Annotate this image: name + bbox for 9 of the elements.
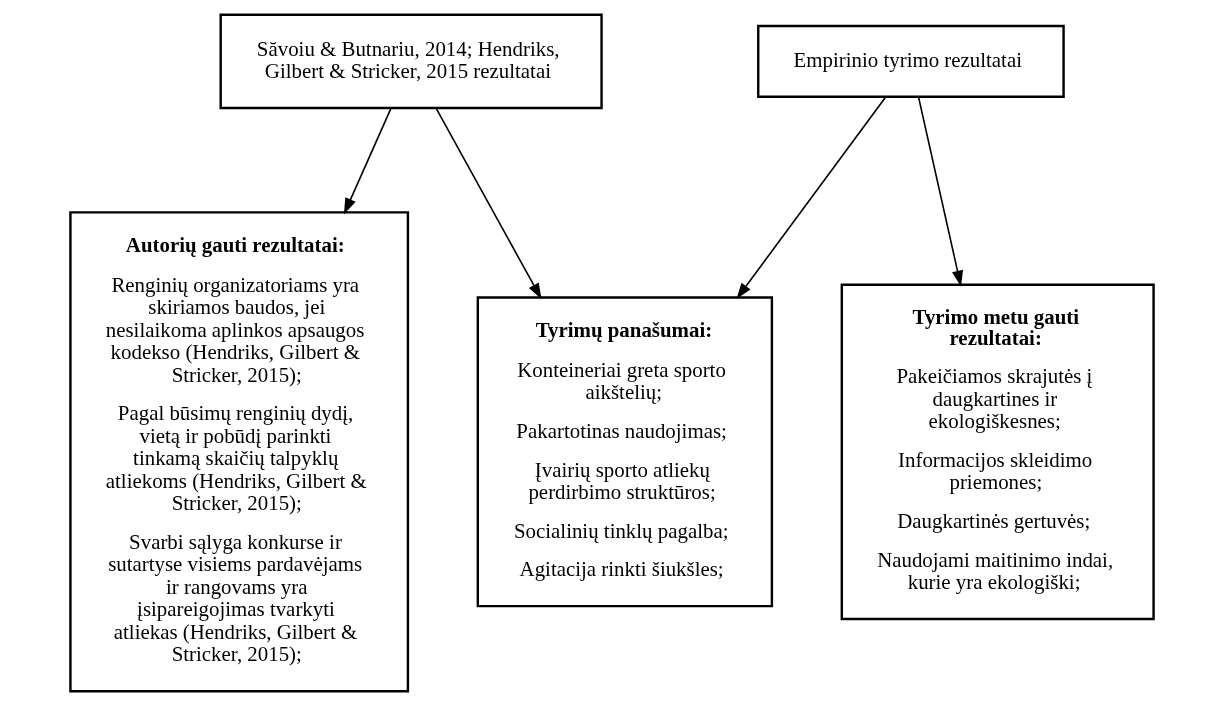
arrow <box>343 107 392 215</box>
arrow <box>435 107 542 300</box>
node-box: Săvoiu & Butnariu, 2014; Hendriks, Gilbert & Stricker, 2015 rezultatai <box>219 13 603 110</box>
node-box: Empirinio tyrimo rezultatai <box>757 24 1065 98</box>
node-box: Tyrimų panašumai: Konteineriai greta sporto aikštelių; Pakartotinas naudojimas; Įvairių sporto atliekų perdirbimo struktūros; Socialinių tinklų pagalba; Agitacija rinkti šiukšles; <box>476 296 774 608</box>
arrow <box>917 96 964 287</box>
arrow <box>736 96 887 300</box>
node-box: Tyrimo metu gauti rezultatai: Pakeičiamos skrajutės į daugkartines ir ekologiškesnes; Informacijos skleidimo priemones; Daugkartinės gertuvės; Naudojami maitinimo indai, kurie yra ekologiški; <box>840 283 1155 621</box>
node-box: Autorių gauti rezultatai: Renginių organizatoriams yra skiriamos baudos, jei nesilaikoma aplinkos apsaugos kodekso (Hendriks, Gilbert & Stricker, 2015); Pagal būsimų renginių dydį, vietą ir pobūdį parinkti tinkamą skaičių talpyklų atliekoms (Hendriks, Gilbert & Stricker, 2015); Svarbi sąlyga konkurse ir sutartyse visiems pardavėjams ir rangovams yra įsipareigojimas tvarkyti atliekas (Hendriks, Gilbert & Stricker, 2015); <box>69 211 410 693</box>
